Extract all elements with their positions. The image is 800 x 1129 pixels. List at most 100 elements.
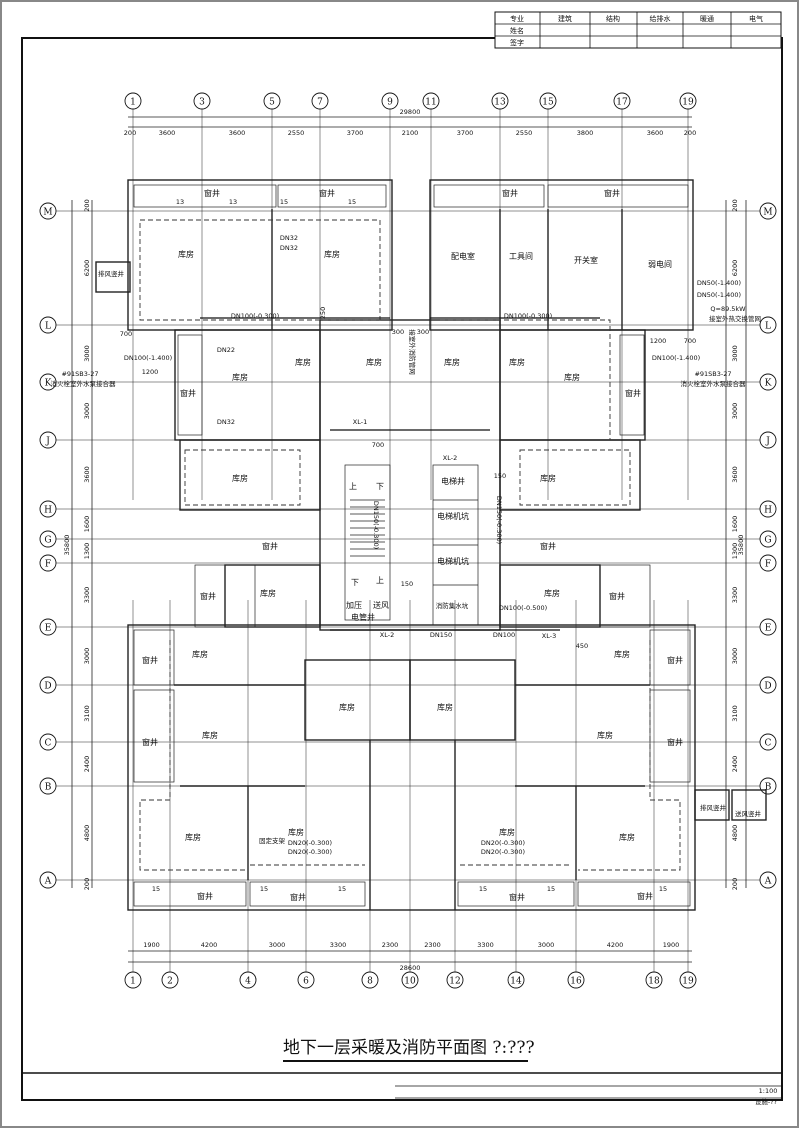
window-well bbox=[277, 184, 387, 208]
dimension-left: 3000 bbox=[83, 648, 91, 665]
sheet-number: 设施-?? bbox=[755, 1097, 777, 1106]
dimension-label: 250 bbox=[319, 307, 327, 319]
radiator-count: 15 bbox=[338, 885, 346, 893]
axis-top-label: 11 bbox=[425, 97, 436, 107]
dimension-top: 3800 bbox=[577, 129, 594, 137]
axis-top-label: 1 bbox=[130, 97, 136, 107]
axis-right-bubble bbox=[759, 618, 777, 636]
dimension-top: 3600 bbox=[647, 129, 664, 137]
room-label: 库房 bbox=[288, 827, 304, 837]
wall bbox=[499, 564, 601, 628]
axis-bottom-bubble bbox=[401, 971, 419, 989]
axis-left-label: B bbox=[45, 782, 52, 792]
axis-left-bubble bbox=[39, 554, 57, 572]
dimension-bottom: 2300 bbox=[424, 941, 441, 949]
window-well bbox=[619, 334, 645, 436]
title-block-header: 专业 bbox=[510, 14, 524, 23]
axis-left-bubble bbox=[39, 431, 57, 449]
room-label: 窗井 bbox=[667, 655, 683, 665]
axis-bottom-label: 19 bbox=[682, 976, 694, 986]
axis-top-label: 19 bbox=[682, 97, 694, 107]
room-label: 弱电间 bbox=[648, 259, 672, 269]
room-label: 送风竖井 bbox=[735, 809, 762, 818]
axis-bottom-bubble bbox=[567, 971, 585, 989]
room-label: 库房 bbox=[564, 372, 580, 382]
dimension-left: 3300 bbox=[83, 587, 91, 604]
axis-left-bubble bbox=[39, 373, 57, 391]
room-label: 库房 bbox=[202, 730, 218, 740]
dimension-left: 1300 bbox=[83, 543, 91, 560]
room-labels: 窗井 窗井 窗井 窗井 库房 库房 配电室 工具间 开关室 弱电间 排风竖井 库… bbox=[98, 188, 762, 902]
axis-top-bubble bbox=[263, 92, 281, 110]
storage-center-right bbox=[409, 659, 516, 741]
heating-pipe bbox=[519, 449, 631, 506]
wall bbox=[179, 439, 321, 511]
dimension-left: 3600 bbox=[83, 466, 91, 483]
axis-left-label: M bbox=[43, 207, 52, 217]
axis-bottom-label: 14 bbox=[510, 976, 522, 986]
dimension-top-total: 29800 bbox=[400, 108, 421, 116]
axis-bottom-bubble bbox=[361, 971, 379, 989]
room-label: 库房 bbox=[178, 249, 194, 259]
room-label: 加压 bbox=[346, 600, 362, 610]
discipline-plumbing: 给排水 bbox=[650, 14, 671, 23]
dimension-left: 4800 bbox=[83, 825, 91, 842]
dimension-bottom: 4200 bbox=[607, 941, 624, 949]
dimension-top: 3600 bbox=[159, 129, 176, 137]
axis-bottom-bubble bbox=[507, 971, 525, 989]
room-label: 电梯机坑 bbox=[437, 511, 469, 521]
axis-bottom-label: 10 bbox=[404, 976, 416, 986]
axis-right-label: C bbox=[765, 738, 772, 748]
pipe-label: DN20(-0.300) bbox=[288, 839, 332, 847]
note-label: 接室外消防管网 bbox=[408, 329, 417, 375]
fire-water-main bbox=[200, 317, 600, 631]
axis-bottom-bubble bbox=[446, 971, 464, 989]
heating-pipe bbox=[139, 640, 245, 871]
pipe-label: DN20(-0.300) bbox=[288, 848, 332, 856]
dimension-left: 200 bbox=[83, 199, 91, 211]
axis-top-bubble bbox=[422, 92, 440, 110]
axis-right-label: B bbox=[765, 782, 772, 792]
axis-right-label: A bbox=[764, 876, 772, 886]
pipe-label: DN100(-1.400) bbox=[124, 354, 172, 362]
room-label: 电梯机坑 bbox=[437, 556, 469, 566]
axis-left-label: K bbox=[45, 378, 52, 388]
dimension-bottom-total: 28600 bbox=[400, 964, 421, 972]
axis-top-bubble bbox=[193, 92, 211, 110]
dimension-right: 1600 bbox=[731, 516, 739, 533]
pipe-label: DN32 bbox=[280, 234, 298, 242]
dimension-right: 2400 bbox=[731, 756, 739, 773]
axis-top-label: 7 bbox=[317, 97, 323, 107]
axis-top-label: 3 bbox=[199, 97, 205, 107]
axis-top-bubble bbox=[311, 92, 329, 110]
axis-top-bubble bbox=[381, 92, 399, 110]
dimension-left-total: 35800 bbox=[63, 535, 71, 556]
dimension-top: 200 bbox=[124, 129, 136, 137]
window-well bbox=[249, 881, 366, 907]
shaft bbox=[694, 789, 730, 821]
room-label: 库房 bbox=[295, 357, 311, 367]
axis-bottom-bubble bbox=[679, 971, 697, 989]
pipe-annotations: DN100(-0.300) DN100(-0.300) DN32 DN32 DN… bbox=[51, 198, 762, 893]
window-well bbox=[133, 184, 277, 208]
axis-left-bubble bbox=[39, 530, 57, 548]
pipe-label: DN22 bbox=[217, 346, 235, 354]
dimension-right: 3100 bbox=[731, 705, 739, 722]
room-label: 消防集水坑 bbox=[436, 601, 469, 610]
room-label: 电管井 bbox=[351, 612, 375, 622]
room-label: 窗井 bbox=[604, 188, 620, 198]
drawing-frame bbox=[21, 37, 783, 1101]
dimension-right: 6200 bbox=[731, 260, 739, 277]
name-label: 姓名 bbox=[510, 26, 524, 35]
dimension-right: 4800 bbox=[731, 825, 739, 842]
note-label: 消火栓室外水泵接合器 bbox=[681, 379, 747, 388]
dimension-top: 2550 bbox=[288, 129, 305, 137]
discipline-structure: 结构 bbox=[606, 14, 620, 23]
drawing-title: 地下一层采暖及消防平面图 ?:??? bbox=[283, 1038, 535, 1058]
dimension-label: 450 bbox=[576, 642, 588, 650]
pipe-label: DN32 bbox=[280, 244, 298, 252]
window-well bbox=[433, 184, 545, 208]
axis-left-label: L bbox=[45, 321, 51, 331]
